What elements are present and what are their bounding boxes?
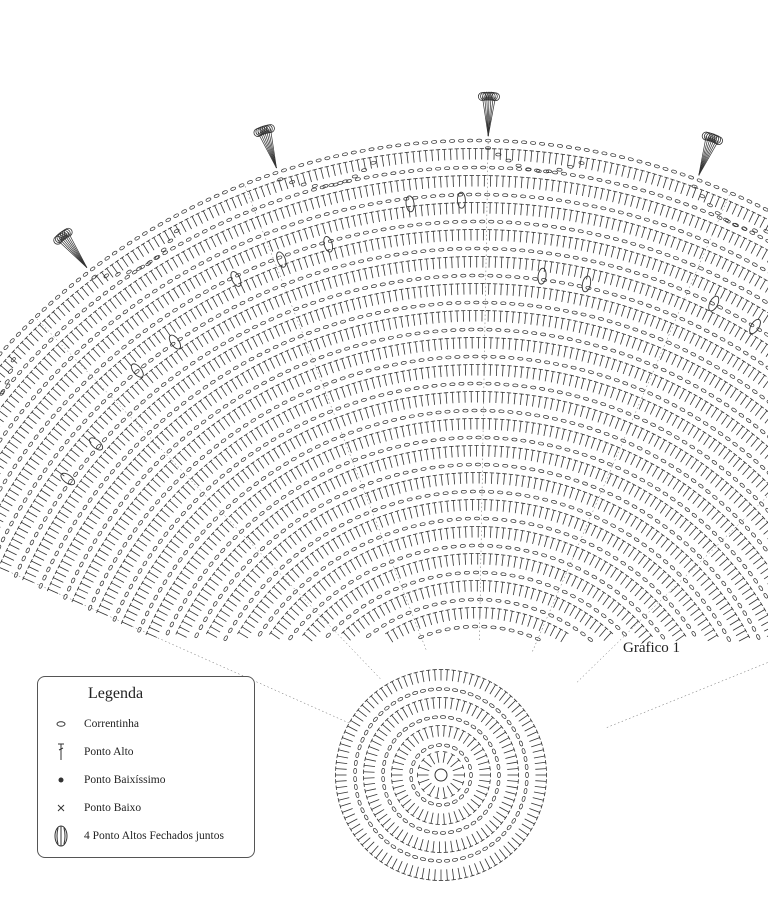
double-crochet-icon (52, 741, 70, 763)
legend-item-cluster: 4 Ponto Altos Fechados juntos (52, 825, 224, 847)
legend-box: Legenda Correntinha Ponto Alto Ponto Bai… (37, 676, 255, 858)
slip-stitch-icon (52, 769, 70, 791)
chain-icon (52, 713, 70, 735)
cluster-icon (52, 825, 70, 847)
legend-item-label: Ponto Baixíssimo (84, 774, 166, 786)
graph-label: Gráfico 1 (623, 640, 681, 656)
legend-item-single-crochet: Ponto Baixo (52, 797, 141, 819)
center-circle-chart (335, 669, 547, 881)
single-crochet-icon (52, 797, 70, 819)
legend-item-label: Ponto Baixo (84, 802, 142, 814)
legend-title: Legenda (88, 685, 144, 702)
legend-item-label: Ponto Alto (84, 746, 134, 758)
legend-item-chain: Correntinha (52, 713, 139, 735)
fan-chart (0, 91, 768, 728)
legend-item-label: 4 Ponto Altos Fechados juntos (84, 830, 224, 842)
legend-item-label: Correntinha (84, 718, 139, 730)
legend-item-slip-stitch: Ponto Baixíssimo (52, 769, 165, 791)
legend-item-double-crochet: Ponto Alto (52, 741, 134, 763)
